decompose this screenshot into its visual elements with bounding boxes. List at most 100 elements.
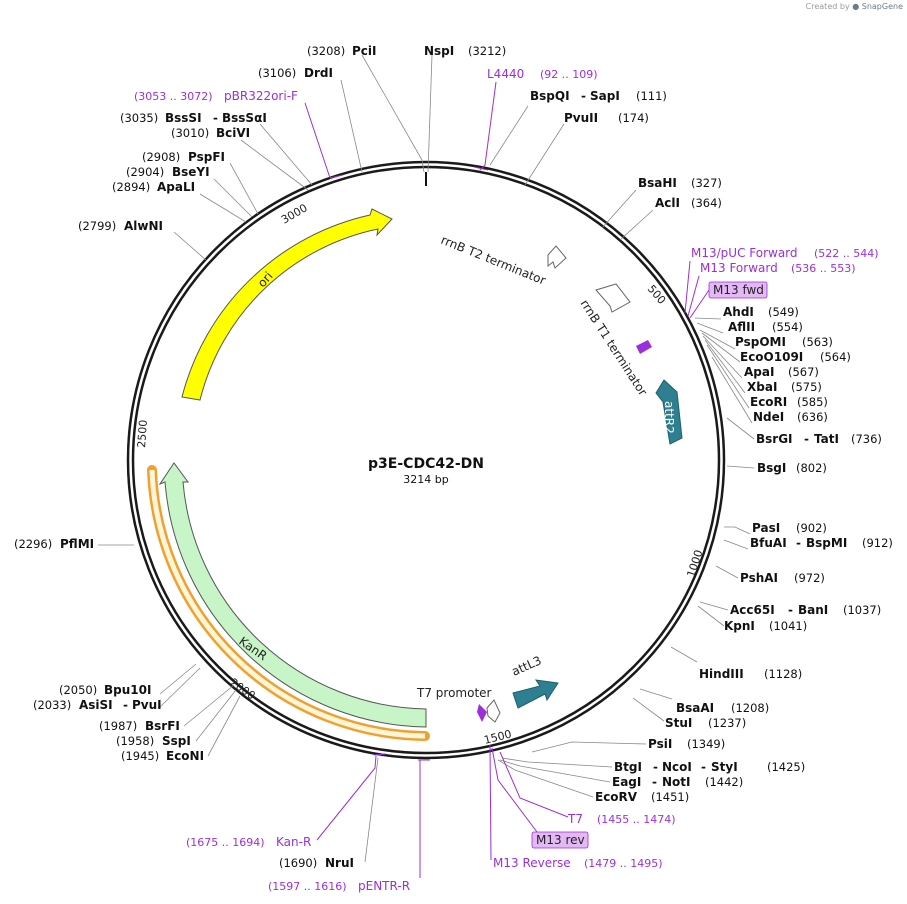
enzyme-pos-eagi: (1442) xyxy=(705,775,743,789)
enzyme-name-pvuii[interactable]: PvuII xyxy=(564,111,598,125)
primer-range-m13-forward: (536 .. 553) xyxy=(791,262,856,275)
enzyme-pos-drdi: (3106) xyxy=(258,66,296,80)
enzyme-name-bsaai[interactable]: BsaAI xyxy=(676,701,714,715)
enzyme-name-psii[interactable]: PsiI xyxy=(648,737,672,751)
enzyme-name-acc65i[interactable]: Acc65I xyxy=(730,603,775,617)
feature-attl3[interactable] xyxy=(512,679,559,709)
feature-rrnb-t1[interactable] xyxy=(595,283,631,313)
enzyme-name-noti[interactable]: NotI xyxy=(662,775,691,789)
backbone-outer xyxy=(126,160,726,760)
feature-label-rrnb-t2: rrnB T2 terminator xyxy=(439,233,548,288)
enzyme-name-nspi[interactable]: NspI xyxy=(424,44,454,58)
enzyme-name-ecoo109i[interactable]: EcoO109I xyxy=(740,350,803,364)
feature-kanr[interactable] xyxy=(158,462,427,728)
enzyme-name-asisi[interactable]: AsiSI xyxy=(79,698,113,712)
enzyme-name-drdi[interactable]: DrdI xyxy=(304,66,333,80)
primer-name-pentr-r[interactable]: pENTR-R xyxy=(358,879,410,893)
primer-range-t7: (1455 .. 1474) xyxy=(597,813,676,826)
credit-brand: SnapGene xyxy=(861,2,903,11)
enzyme-name-apali[interactable]: ApaLI xyxy=(157,180,195,194)
enzyme-name-ecori[interactable]: EcoRI xyxy=(750,395,787,409)
enzyme-name-ahdi[interactable]: AhdI xyxy=(723,305,754,319)
enzyme-name-bsssi[interactable]: BssSI xyxy=(165,111,202,125)
feature-rrnb-t2[interactable] xyxy=(547,245,567,269)
enzyme-pos-pvuii: (174) xyxy=(618,111,649,125)
enzyme-pos-econi: (1945) xyxy=(121,749,159,763)
enzyme-name-pspfi[interactable]: PspFI xyxy=(188,150,225,164)
enzyme-pos-btgi: (1425) xyxy=(767,760,805,774)
primer-box-m13fwd[interactable] xyxy=(708,281,768,299)
enzyme-name-pshai[interactable]: PshAI xyxy=(740,571,778,585)
enzyme-pos-bcivi: (3010) xyxy=(171,126,209,140)
enzyme-pos-kpni: (1041) xyxy=(769,619,807,633)
enzyme-name-bsrgi[interactable]: BsrGI xyxy=(756,432,793,446)
enzyme-name-nrui[interactable]: NruI xyxy=(325,856,354,870)
primer-range-m13-reverse: (1479 .. 1495) xyxy=(584,857,663,870)
feature-attr2[interactable] xyxy=(655,379,683,445)
enzyme-name-bsrfi[interactable]: BsrFI xyxy=(145,719,180,733)
feature-ori[interactable] xyxy=(181,208,393,401)
enzyme-name-xbai[interactable]: XbaI xyxy=(747,380,777,394)
enzyme-name-bseyi[interactable]: BseYI xyxy=(172,165,210,179)
enzyme-pos-ecoo109i: (564) xyxy=(820,350,851,364)
primer-name-t7[interactable]: T7 xyxy=(567,812,583,826)
primer-name-m13-reverse[interactable]: M13 Reverse xyxy=(493,856,571,870)
enzyme-name-pcii[interactable]: PciI xyxy=(352,44,377,58)
enzyme-pos-ecorv: (1451) xyxy=(651,790,689,804)
enzyme-name-bspmi[interactable]: BspMI xyxy=(806,536,847,550)
enzyme-name-ndei[interactable]: NdeI xyxy=(753,410,784,424)
enzyme-name-bsgi[interactable]: BsgI xyxy=(757,461,786,475)
enzyme-name-styi[interactable]: StyI xyxy=(711,760,738,774)
enzyme-name-tati[interactable]: TatI xyxy=(814,432,839,446)
enzyme-name-bspqi[interactable]: BspQI xyxy=(530,89,570,103)
enzyme-sep-styi: - xyxy=(701,760,706,774)
enzyme-name-ecorv[interactable]: EcoRV xyxy=(595,790,638,804)
enzyme-name-bsahi[interactable]: BsaHI xyxy=(638,176,677,190)
enzyme-name-aflii[interactable]: AflII xyxy=(728,320,755,334)
enzyme-name-alwni[interactable]: AlwNI xyxy=(124,219,163,233)
enzyme-name-apai[interactable]: ApaI xyxy=(744,365,774,379)
enzyme-name-btgi[interactable]: BtgI xyxy=(614,760,642,774)
enzyme-name-pspomi[interactable]: PspOMI xyxy=(735,335,786,349)
enzyme-name-sspi[interactable]: SspI xyxy=(162,734,191,748)
enzyme-pos-aflii: (554) xyxy=(772,320,803,334)
feature-kanr-outline-core xyxy=(149,469,426,739)
primer-box-m13rev[interactable] xyxy=(531,831,589,849)
primer-m13fwd-mark xyxy=(636,340,652,354)
enzyme-name-bfuai[interactable]: BfuAI xyxy=(750,536,787,550)
enzyme-pos-bspqi: (111) xyxy=(636,89,667,103)
enzyme-pos-bsrfi: (1987) xyxy=(99,719,137,733)
enzyme-sep-ncoi: - xyxy=(653,760,658,774)
enzyme-pos-xbai: (575) xyxy=(791,380,822,394)
enzyme-pos-acc65i: (1037) xyxy=(843,603,881,617)
primer-lines xyxy=(304,81,710,878)
enzyme-name-bpu10i[interactable]: Bpu10I xyxy=(104,683,151,697)
enzyme-name-pvui[interactable]: PvuI xyxy=(132,698,162,712)
enzyme-name-acli[interactable]: AclI xyxy=(655,196,680,210)
enzyme-name-pflmi[interactable]: PflMI xyxy=(60,537,94,551)
enzyme-name-stui[interactable]: StuI xyxy=(665,716,692,730)
enzyme-name-pasi[interactable]: PasI xyxy=(752,521,780,535)
primer-name-kan-r[interactable]: Kan-R xyxy=(276,835,311,849)
primer-name-pbr322ori-f[interactable]: pBR322ori-F xyxy=(224,89,298,103)
primer-name-m13puc-forward[interactable]: M13/pUC Forward xyxy=(691,246,798,260)
enzyme-name-bssai[interactable]: BssSαI xyxy=(222,111,267,125)
enzyme-name-bani[interactable]: BanI xyxy=(798,603,828,617)
enzyme-name-kpni[interactable]: KpnI xyxy=(724,619,755,633)
enzyme-name-hindiii[interactable]: HindIII xyxy=(699,667,744,681)
snapgene-logo-icon: ● xyxy=(852,2,860,11)
primer-name-m13-forward[interactable]: M13 Forward xyxy=(700,261,778,275)
enzyme-name-bcivi[interactable]: BciVI xyxy=(216,126,250,140)
primer-range-pbr322ori-f: (3053 .. 3072) xyxy=(134,90,213,103)
enzyme-pos-bseyi: (2904) xyxy=(126,165,164,179)
enzyme-name-sapi[interactable]: SapI xyxy=(590,89,620,103)
enzyme-sep-sapi: - xyxy=(581,89,586,103)
feature-t7-promoter[interactable] xyxy=(486,699,501,723)
primer-name-l4440[interactable]: L4440 xyxy=(487,67,524,81)
enzyme-name-ncoi[interactable]: NcoI xyxy=(662,760,692,774)
enzyme-pos-bsrgi: (736) xyxy=(851,432,882,446)
enzyme-name-econi[interactable]: EcoNI xyxy=(166,749,204,763)
enzyme-pos-apai: (567) xyxy=(788,365,819,379)
enzyme-name-eagi[interactable]: EagI xyxy=(612,775,641,789)
